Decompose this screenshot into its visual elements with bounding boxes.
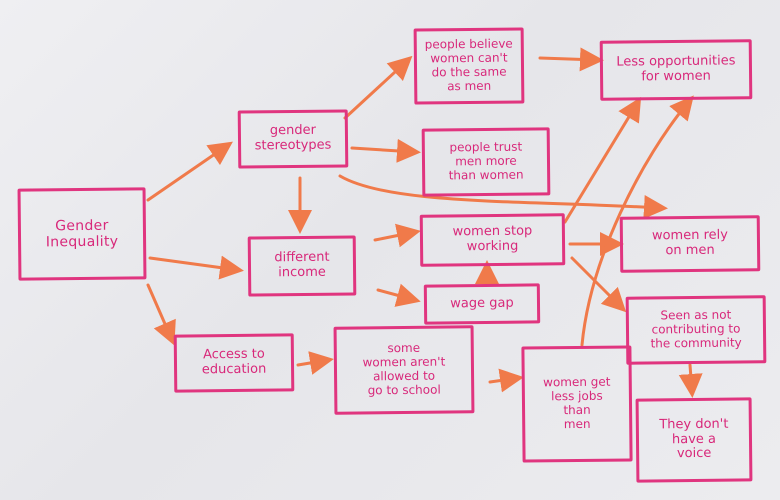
node-gender-inequality: Gender Inequality [17,187,147,281]
arrow-income-to-wage [376,283,421,307]
node-people-believe: people believe women can't do the same a… [413,27,525,105]
arrow-stereotypes-to-believe [343,55,413,120]
arrow-inequality-to-stereotypes [146,141,233,202]
arrow-stereotypes-to-rely [338,174,668,219]
arrow-stop-to-seen [570,256,627,313]
node-women-rely: women rely on men [619,215,761,273]
arrow-income-to-stop [373,223,421,248]
node-women-stop-working: women stop working [419,213,566,267]
arrow-stop-to-less [563,96,642,224]
node-different-income: different income [247,235,357,297]
arrow-inequality-to-access [146,283,176,346]
arrow-stereotypes-to-trust [350,138,421,163]
node-less-opportunities: Less opportunities for women [599,39,753,101]
arrow-inequality-to-income [148,255,244,280]
node-access-to-education: Access to education [173,333,295,393]
node-gender-stereotypes: gender stereotypes [237,109,349,169]
node-people-trust: people trust men more than women [421,127,551,197]
arrow-getless-to-less [580,95,694,347]
arrow-access-to-some [296,351,334,375]
arrow-believe-to-less [538,47,604,72]
arrow-some-to-getless [488,368,524,393]
node-wage-gap: wage gap [423,283,541,325]
node-some-women-not-allowed: some women aren't allowed to go to schoo… [333,325,475,415]
node-seen-as-not-contributing: Seen as not contributing to the communit… [625,295,767,365]
arrow-seen-to-voice [678,363,703,398]
node-women-get-less-jobs: women get less jobs than men [521,345,633,463]
node-no-voice: They don't have a voice [635,397,753,483]
